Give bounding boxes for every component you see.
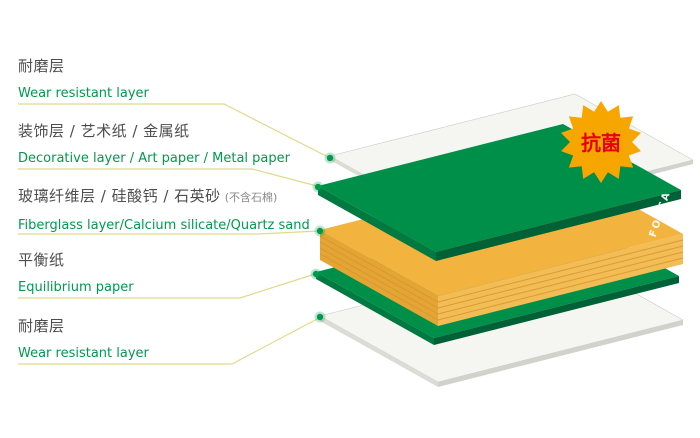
core-side-right [438,234,683,326]
equilibrium-edge-left [316,272,434,345]
wear-bottom-edge-left [320,316,438,387]
leader-line-wear-top [18,103,329,158]
label-zh-core-main: 玻璃纤维层 / 硅酸钙 / 石英砂 [18,187,221,205]
label-group-wear-bottom: 耐磨层 Wear resistant layer [18,316,318,363]
label-zh-wear-bottom: 耐磨层 [18,317,65,335]
equilibrium-edge-right [434,276,679,345]
dot-core [316,227,324,235]
core-stack-stripes [319,235,684,321]
leader-line-decorative [18,168,318,187]
label-zh-core: 玻璃纤维层 / 硅酸钙 / 石英砂(不含石棉) [18,186,318,208]
anchor-dots [310,152,336,323]
leader-line-equilibrium [18,273,316,299]
dot-equilibrium [312,270,320,278]
dot-wear-top [326,154,334,162]
label-group-wear-top: 耐磨层 Wear resistant layer [18,56,318,103]
label-en-core: Fiberglass layer/Calcium silicate/Quartz… [18,218,310,233]
leader-line-wear-bottom [18,317,320,365]
label-zh-core-note: (不含石棉) [224,191,278,204]
badge-label: 抗菌 [581,131,621,155]
label-zh-decorative: 装饰层 / 艺术纸 / 金属纸 [18,122,190,140]
label-en-decorative: Decorative layer / Art paper / Metal pap… [18,151,290,166]
label-en-wear-bottom: Wear resistant layer [18,346,149,361]
label-group-core: 玻璃纤维层 / 硅酸钙 / 石英砂(不含石棉) Fiberglass layer… [18,186,318,235]
antibacterial-badge: 抗菌 [561,101,641,183]
dot-wear-bottom [316,313,324,321]
decorative-edge-right [436,190,681,261]
label-zh-wear-top: 耐磨层 [18,57,65,75]
label-group-equilibrium: 平衡纸 Equilibrium paper [18,250,318,297]
label-group-decorative: 装饰层 / 艺术纸 / 金属纸 Decorative layer / Art p… [18,121,318,168]
label-en-wear-top: Wear resistant layer [18,86,149,101]
leader-line-core [18,230,320,235]
wear-bottom-edge-right [438,320,683,387]
leader-lines [18,103,329,365]
label-en-equilibrium: Equilibrium paper [18,280,134,295]
core-side-left [320,230,438,326]
starburst-shape [561,101,641,183]
decorative-edge-left [318,186,436,261]
label-zh-equilibrium: 平衡纸 [18,251,65,269]
dot-decorative [314,183,322,191]
